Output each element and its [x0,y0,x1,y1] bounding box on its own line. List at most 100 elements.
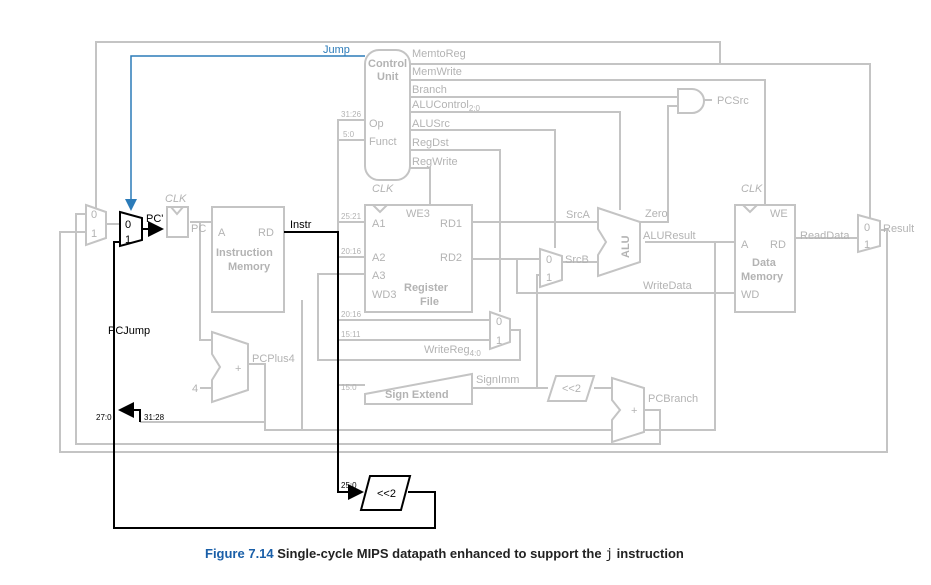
srcb-mux-0: 0 [546,254,552,266]
adder-plus-1: + [235,363,241,375]
clk-label-dmem: CLK [741,183,763,195]
bits-25-21: 25:21 [341,212,362,221]
figure-caption: Figure 7.14 Single-cycle MIPS datapath e… [205,546,684,562]
jump-mux-1: 1 [125,234,131,246]
bits-27-0: 27:0 [96,413,112,422]
regwrite-label: RegWrite [412,156,458,168]
pcplus4-label: PCPlus4 [252,353,295,365]
rf-a2: A2 [372,252,385,264]
bits-20-16-b: 20:16 [341,310,362,319]
rf-label-1: Register [404,282,449,294]
sign-extend-label: Sign Extend [385,389,449,401]
srca-label: SrcA [566,209,591,221]
writedata-label: WriteData [643,280,693,292]
dmem-label-1: Data [752,257,777,269]
result-mux-1: 1 [864,239,870,251]
memtoreg-label: MemtoReg [412,48,466,60]
pc-label: PC [191,223,206,235]
branch-label: Branch [412,84,447,96]
and-gate [677,88,705,114]
jump-path [113,210,436,529]
aluresult-label: ALUResult [643,230,696,242]
jump-mux [119,210,143,248]
pcsrc-mux-1: 1 [91,228,97,240]
bits-31-28: 31:28 [144,413,165,422]
bits-25-0: 25:0 [341,481,357,490]
imem-label-1: Instruction [216,247,273,259]
bits-15-0: 15:0 [341,383,357,392]
pcsrc-mux-0: 0 [91,209,97,221]
rf-we3: WE3 [406,208,430,220]
bits-5-0: 5:0 [343,130,355,139]
alu-label: ALU [620,235,632,258]
pc-prime-label: PC' [146,213,163,225]
imem-label-2: Memory [228,261,271,273]
shift-left-2-jump [359,475,412,511]
control-unit-label-2: Unit [377,71,399,83]
dmem-label-2: Memory [741,271,784,283]
jump-label: Jump [323,44,350,56]
jump-mux-0: 0 [125,219,131,231]
pcsrc-mux [85,203,107,247]
four-label: 4 [192,383,198,395]
clk-label-pc: CLK [165,193,187,205]
alucontrol-label: ALUControl2:0 [412,99,481,113]
funct-label: Funct [369,136,397,148]
dmem-wd: WD [741,289,759,301]
result-mux [857,213,881,254]
jump-wire [125,55,365,211]
data-memory [734,204,796,313]
srcb-mux-1: 1 [546,272,552,284]
alusrc-label: ALUSrc [412,118,450,130]
readdata-label: ReadData [800,230,850,242]
regdst-label: RegDst [412,137,449,149]
rf-rd1: RD1 [440,218,462,230]
rf-wd3: WD3 [372,289,396,301]
srcb-mux [539,247,563,289]
control-unit [364,49,411,181]
shl2-jump-label: <<2 [377,488,396,500]
mips-datapath-diagram: Jump MemtoReg MemWrite Branch ALUControl… [59,41,914,529]
caption-tail: instruction [616,546,684,561]
instr-label: Instr [290,219,312,231]
bits-31-26: 31:26 [341,110,362,119]
shl2-branch-label: <<2 [562,383,581,395]
alu [597,206,641,278]
op-label: Op [369,118,384,130]
figure-number: Figure 7.14 [205,546,274,561]
pcplus4-adder [211,330,249,404]
sign-extend [364,372,473,405]
rf-rd2: RD2 [440,252,462,264]
dmem-a: A [741,239,749,251]
writereg-mux-1: 1 [496,335,502,347]
dmem-we: WE [770,208,788,220]
caption-text: Single-cycle MIPS datapath enhanced to s… [277,546,602,561]
memwrite-label: MemWrite [412,66,462,78]
caption-code: j [605,547,614,562]
imem-rd: RD [258,227,274,239]
pcbranch-label: PCBranch [648,393,698,405]
writereg-label: WriteReg4:0 [424,344,481,358]
bits-15-11: 15:11 [341,330,361,339]
srcb-label: SrcB [565,254,589,266]
instruction-memory [211,206,285,313]
gray-wires [59,41,888,453]
dmem-rd: RD [770,239,786,251]
shift-left-2-branch [546,375,596,402]
writereg-mux-0: 0 [496,316,502,328]
result-mux-0: 0 [864,222,870,234]
pc-register [166,206,189,238]
zero-label: Zero [645,208,668,220]
pcsrc-label: PCSrc [717,95,749,107]
bits-20-16-a: 20:16 [341,247,362,256]
writereg-mux [489,310,511,351]
register-file [364,204,473,313]
rf-label-2: File [420,296,439,308]
control-unit-label-1: Control [368,58,407,70]
clk-label-rf: CLK [372,183,394,195]
adder-plus-2: + [631,405,637,417]
imem-a: A [218,227,226,239]
rf-a3: A3 [372,270,385,282]
rf-a1: A1 [372,218,385,230]
result-label: Result [883,223,914,235]
